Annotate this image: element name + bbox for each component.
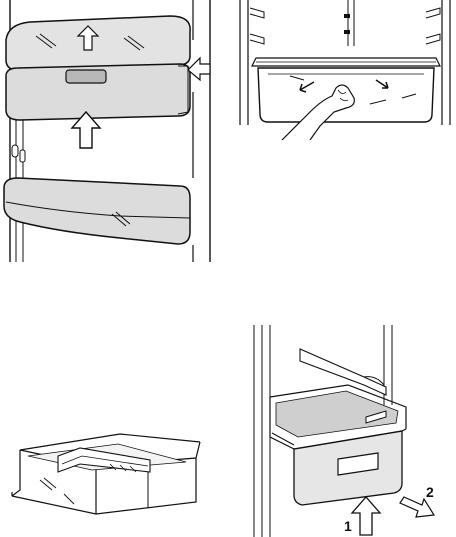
divider-tray-illustration — [0, 420, 222, 530]
step-1-up-arrow-icon — [352, 497, 380, 535]
left-arrow-icon — [188, 58, 210, 80]
step-2-down-right-arrow-icon — [400, 497, 434, 517]
crisper-drawer-illustration — [230, 0, 456, 140]
freezer-basket-illustration: 1 2 — [236, 325, 456, 537]
figure-door-shelf — [0, 0, 222, 262]
step-1-label: 1 — [344, 518, 352, 534]
figure-divider-tray — [0, 420, 222, 530]
figure-crisper-drawer — [230, 0, 456, 140]
figure-freezer-basket: 1 2 — [236, 325, 456, 537]
step-2-label: 2 — [426, 484, 434, 500]
door-shelf-illustration — [0, 0, 222, 262]
